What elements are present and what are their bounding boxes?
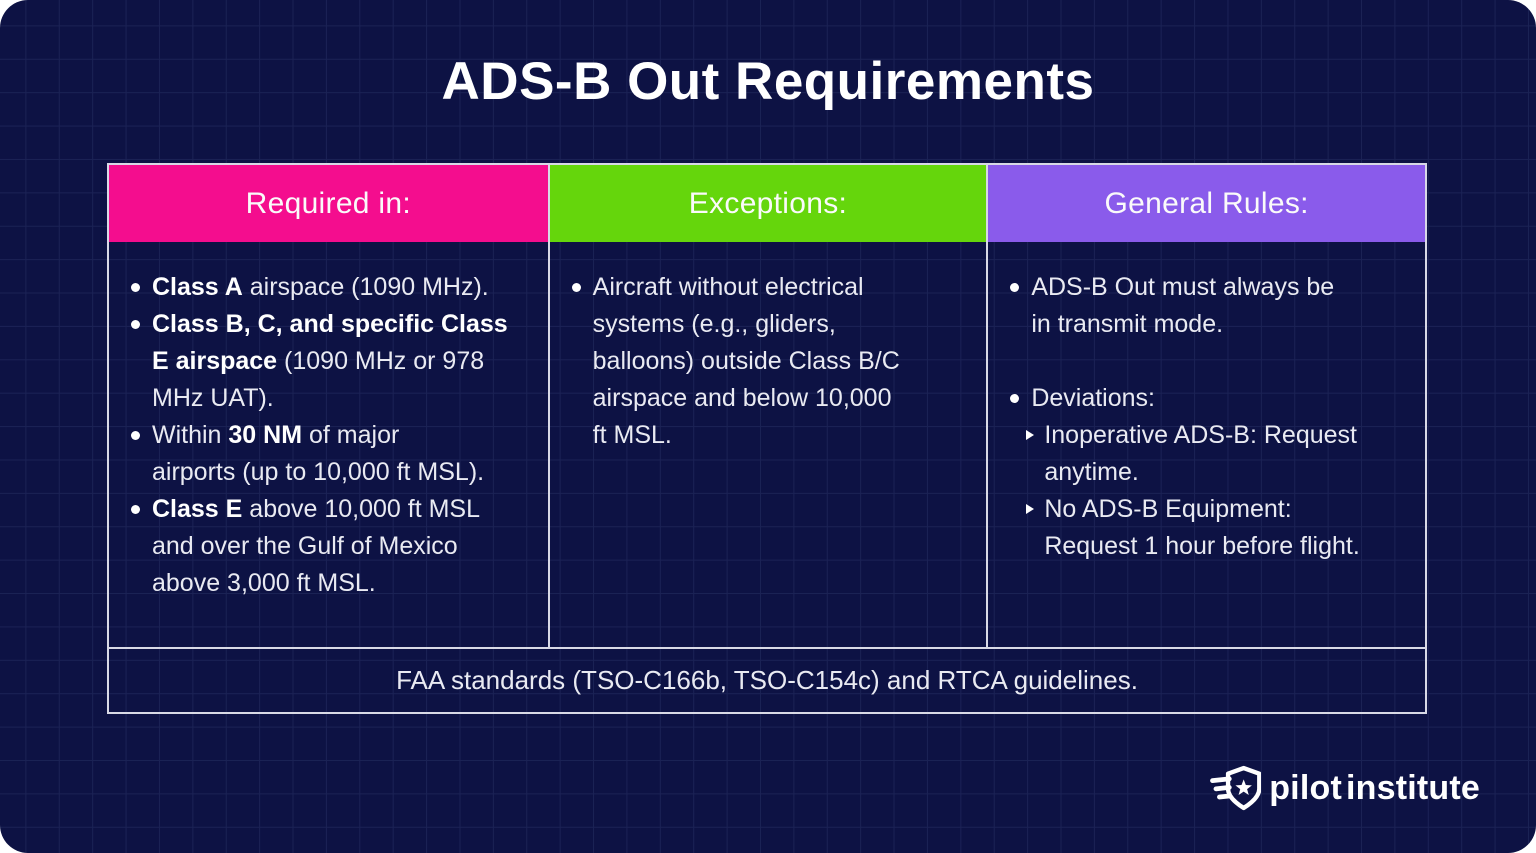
- bullet-text: Class A airspace (1090 MHz).: [152, 273, 489, 301]
- page-title: ADS-B Out Requirements: [441, 52, 1095, 111]
- column-body-required-in: Class A airspace (1090 MHz). Class B, C, …: [109, 242, 548, 647]
- bullet-text: Deviations:: [1031, 384, 1155, 412]
- sub-bullet-item: No ADS-B Equipment: Request 1 hour befor…: [1026, 491, 1417, 565]
- exceptions-list: Aircraft without electrical systems (e.g…: [571, 269, 979, 454]
- bullet-item: Within 30 NM of major airports (up to 10…: [131, 417, 540, 491]
- column-header-exceptions: Exceptions:: [549, 165, 987, 242]
- logo-word-pilot: pilot: [1269, 768, 1342, 807]
- column-header-general-rules: General Rules:: [988, 165, 1425, 242]
- column-required-in: Required in: Class A airspace (1090 MHz)…: [109, 165, 548, 647]
- winged-shield-star-icon: [1209, 765, 1262, 811]
- dot-bullet-icon: [131, 431, 140, 440]
- list-spacer: [1010, 343, 1417, 380]
- chevron-bullet-icon: [1026, 430, 1035, 440]
- column-header-label: Required in:: [245, 186, 412, 220]
- footer-note: FAA standards (TSO-C166b, TSO-C154c) and…: [396, 665, 1138, 695]
- logo-word-institute: institute: [1345, 768, 1480, 807]
- bullet-text: Aircraft without electrical systems (e.g…: [592, 273, 900, 449]
- bullet-item: Class B, C, and specific Class E airspac…: [131, 306, 540, 417]
- column-header-required-in: Required in:: [109, 165, 548, 242]
- table-footer: FAA standards (TSO-C166b, TSO-C154c) and…: [109, 647, 1425, 712]
- dot-bullet-icon: [131, 320, 140, 329]
- dot-bullet-icon: [1010, 283, 1020, 292]
- bullet-text: No ADS-B Equipment: Request 1 hour befor…: [1044, 495, 1360, 560]
- bullet-text: Class B, C, and specific Class E airspac…: [152, 310, 508, 412]
- general-rules-list: ADS-B Out must always be in transmit mod…: [1010, 269, 1417, 565]
- bullet-text: Class E above 10,000 ft MSL and over the…: [152, 495, 481, 597]
- dot-bullet-icon: [1010, 394, 1020, 403]
- column-body-general-rules: ADS-B Out must always be in transmit mod…: [988, 242, 1425, 647]
- column-body-exceptions: Aircraft without electrical systems (e.g…: [550, 242, 987, 647]
- requirements-table: Required in: Class A airspace (1090 MHz)…: [107, 163, 1427, 714]
- sub-bullet-item: Inoperative ADS-B: Request anytime.: [1026, 417, 1417, 491]
- bullet-item: Deviations:: [1010, 380, 1417, 417]
- bullet-item: Class E above 10,000 ft MSL and over the…: [131, 491, 540, 602]
- column-general-rules: General Rules: ADS-B Out must always be …: [986, 165, 1425, 647]
- column-header-label: General Rules:: [1104, 186, 1309, 220]
- dot-bullet-icon: [571, 283, 581, 292]
- bullet-text: ADS-B Out must always be in transmit mod…: [1031, 273, 1335, 338]
- required-in-list: Class A airspace (1090 MHz). Class B, C, …: [131, 269, 540, 602]
- column-header-label: Exceptions:: [688, 186, 848, 220]
- bullet-item: Class A airspace (1090 MHz).: [131, 269, 540, 306]
- bullet-text: Inoperative ADS-B: Request anytime.: [1044, 421, 1357, 486]
- bullet-text: Within 30 NM of major airports (up to 10…: [152, 421, 485, 486]
- dot-bullet-icon: [131, 283, 140, 292]
- bullet-item: ADS-B Out must always be in transmit mod…: [1010, 269, 1417, 343]
- dot-bullet-icon: [131, 505, 140, 514]
- chevron-bullet-icon: [1026, 504, 1035, 514]
- table-columns: Required in: Class A airspace (1090 MHz)…: [109, 165, 1425, 647]
- column-exceptions: Exceptions: Aircraft without electrical …: [547, 165, 987, 647]
- bullet-item: Aircraft without electrical systems (e.g…: [571, 269, 979, 454]
